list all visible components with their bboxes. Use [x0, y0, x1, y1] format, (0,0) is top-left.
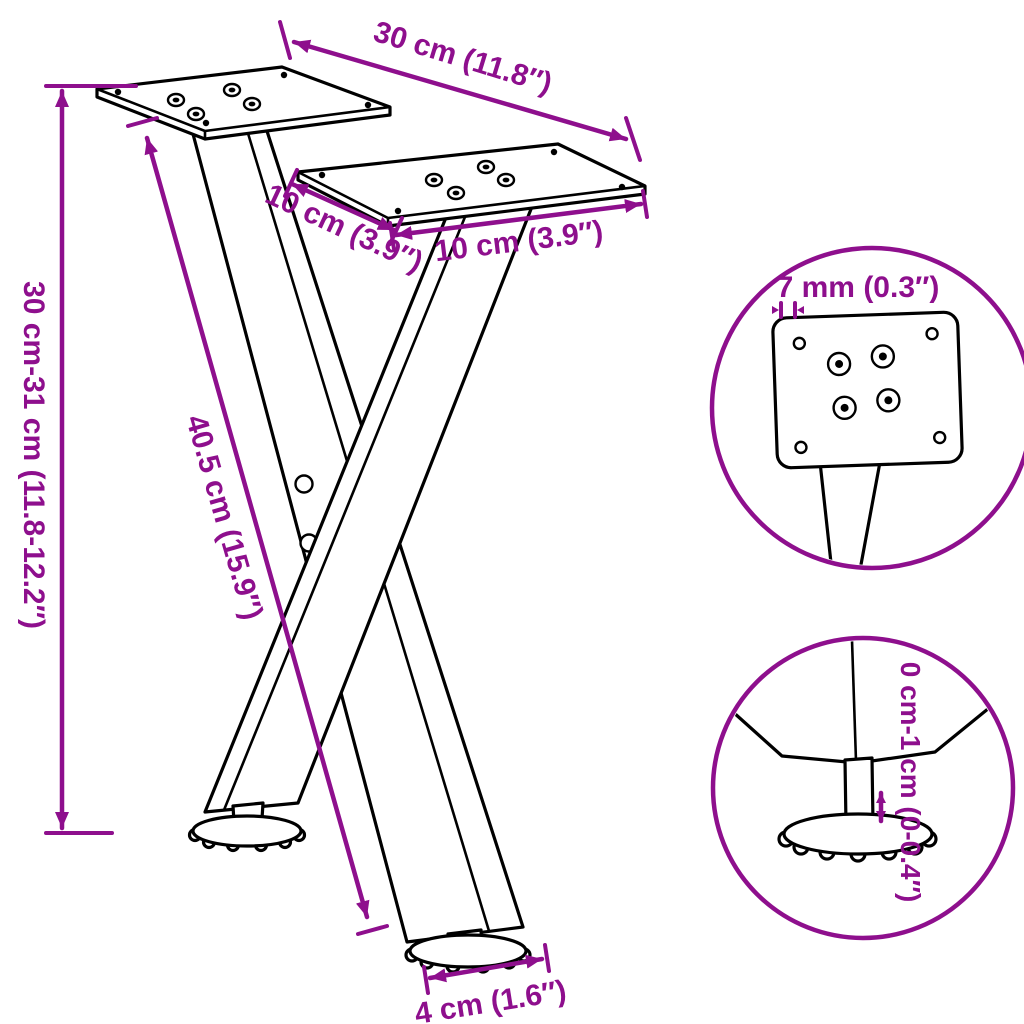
dimension-top-width-label: 30 cm (11.8″) — [370, 15, 556, 100]
foot-left-disc — [191, 814, 303, 848]
dimension-foot-diameter-label: 4 cm (1.6″) — [412, 974, 568, 1024]
screw-hole-label: 7 mm (0.3″) — [777, 271, 940, 304]
detail-plate-face — [771, 310, 964, 470]
detail-leg-end-edge — [850, 641, 858, 762]
dimension-height-label: 30 cm-31 cm (11.8-12.2″) — [17, 281, 50, 629]
cross-bolt-hole-upper — [294, 474, 314, 494]
detail-foot-disc — [782, 812, 934, 856]
dimension-height: 30 cm-31 cm (11.8-12.2″) — [17, 84, 138, 835]
detail-circle-foot-adjustment: 0 cm-1 cm (0-0.4″) — [710, 635, 1016, 941]
x-leg-assembly — [95, 65, 647, 974]
detail-circle-screw-holes: 7 mm (0.3″) — [709, 245, 1024, 571]
foot-adjustment-label: 0 cm-1 cm (0-0.4″) — [895, 662, 926, 903]
detail-screws — [826, 344, 901, 421]
screw-hole-size-indicator — [772, 301, 804, 319]
detail-mounting-plate — [771, 310, 964, 470]
mounting-plate-left — [95, 65, 392, 141]
foot-right-disc — [408, 933, 528, 969]
detail-circle-top-ring — [709, 245, 1024, 571]
detail-circle-bottom-ring — [710, 635, 1016, 941]
